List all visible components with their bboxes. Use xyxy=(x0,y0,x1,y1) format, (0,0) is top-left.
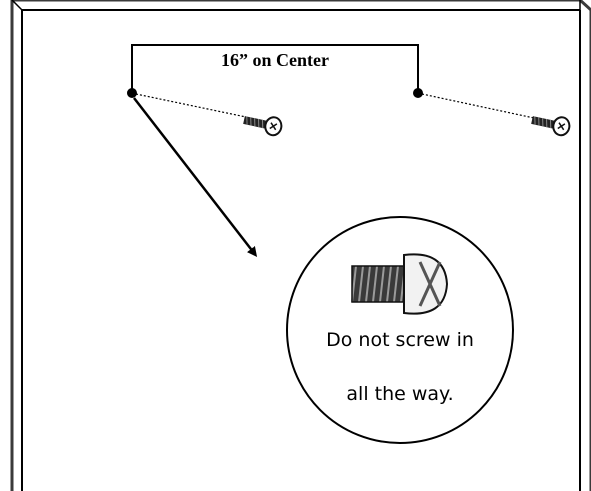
callout-line-1: Do not screw in xyxy=(326,329,474,351)
stud-point-left xyxy=(127,88,137,98)
screw-closeup-icon xyxy=(351,253,449,315)
guide-line-right xyxy=(421,93,535,119)
screw-icon xyxy=(241,110,285,138)
callout-line-2: all the way. xyxy=(346,383,453,405)
dimension-label: 16” on Center xyxy=(221,50,329,70)
dimension-bracket: 16” on Center xyxy=(131,44,419,93)
callout-arrow xyxy=(133,97,258,257)
guide-line-left xyxy=(135,93,247,118)
stud-point-right xyxy=(413,88,423,98)
screw-icon xyxy=(529,110,573,138)
wall-panel xyxy=(10,0,591,491)
callout-circle: Do not screw in all the way. xyxy=(286,216,514,444)
